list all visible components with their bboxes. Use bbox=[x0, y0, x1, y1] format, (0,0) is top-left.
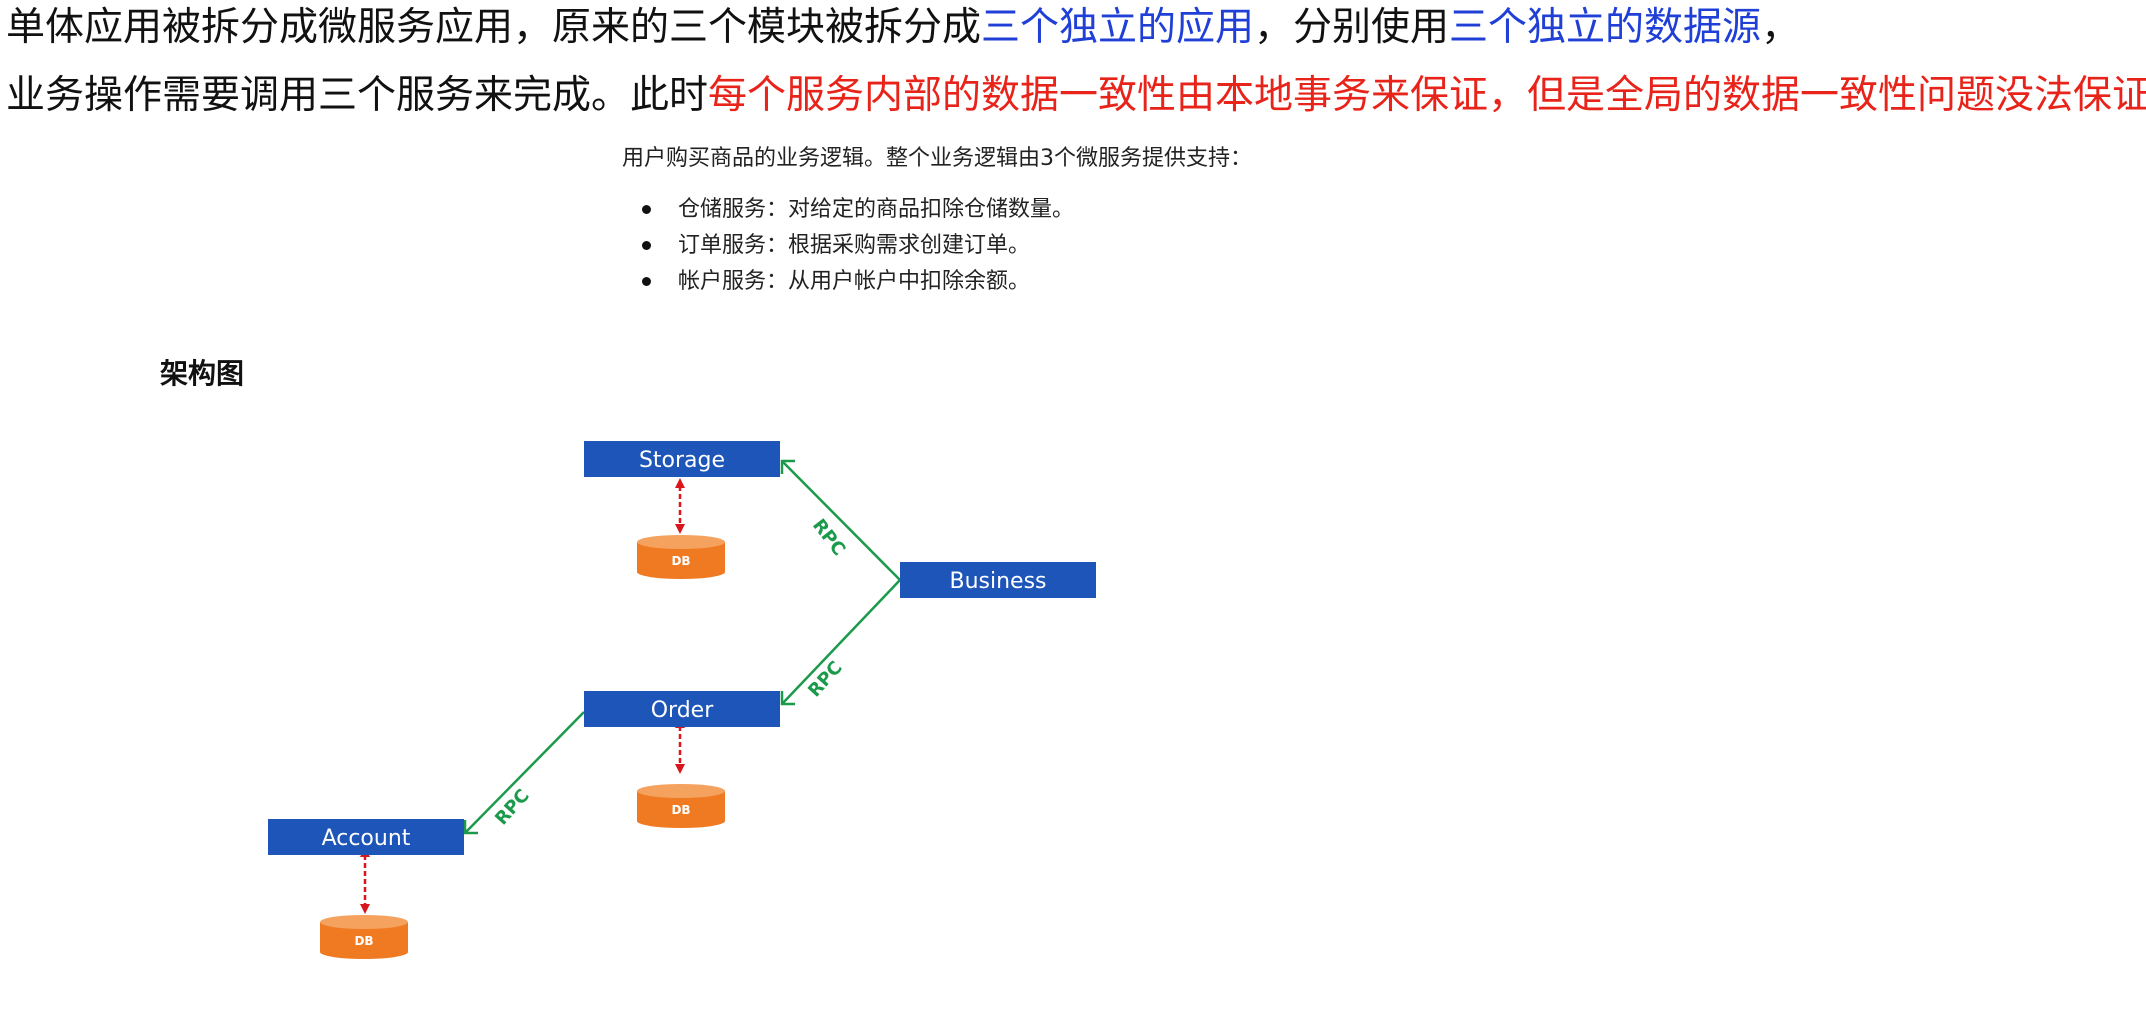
intro-highlight-independent-apps: 三个独立的应用 bbox=[981, 5, 1255, 50]
arrowhead-icon bbox=[780, 691, 795, 706]
arrowhead-icon bbox=[675, 478, 685, 488]
node-storage: Storage bbox=[584, 441, 780, 477]
service-description: 帐户服务：从用户帐户中扣除余额。 bbox=[678, 269, 1031, 294]
db-label: DB bbox=[671, 554, 690, 568]
intro-highlight-global-consistency: 事务来保证，但是全局的数据一致性问题没法保证。 bbox=[1293, 73, 2146, 118]
database-icon-order: DB bbox=[637, 784, 725, 828]
node-account-label: Account bbox=[322, 826, 411, 851]
architecture-heading: 架构图 bbox=[160, 357, 245, 390]
service-list-item-account: 帐户服务：从用户帐户中扣除余额。 bbox=[642, 264, 1252, 300]
service-list-item-storage: 仓储服务：对给定的商品扣除仓储数量。 bbox=[642, 192, 1252, 228]
arrowhead-icon bbox=[780, 459, 795, 474]
intro-text-segment: 业务操作需要调用三个服务来完成。此时 bbox=[6, 73, 709, 118]
arrowhead-icon bbox=[675, 524, 685, 534]
intro-text-segment: ， bbox=[1761, 5, 1801, 50]
database-icon-storage: DB bbox=[637, 535, 725, 579]
rpc-link-order-account bbox=[464, 711, 585, 834]
arrowhead-icon bbox=[463, 820, 478, 835]
intro-text-segment: ，分别使用 bbox=[1254, 5, 1450, 50]
bullet-icon bbox=[642, 277, 651, 286]
intro-line-2: 业务操作需要调用三个服务来完成。此时每个服务内部的数据一致性由本地事务来保证，但… bbox=[6, 72, 2146, 120]
database-icon-account: DB bbox=[320, 915, 408, 959]
arrowhead-icon bbox=[360, 904, 370, 914]
node-account: Account bbox=[268, 819, 464, 855]
db-label: DB bbox=[671, 803, 690, 817]
service-list-item-order: 订单服务：根据采购需求创建订单。 bbox=[642, 228, 1252, 264]
service-description: 仓储服务：对给定的商品扣除仓储数量。 bbox=[678, 197, 1075, 222]
rpc-label-order: RPC bbox=[804, 657, 847, 701]
node-business-label: Business bbox=[949, 569, 1046, 594]
node-order-label: Order bbox=[651, 698, 714, 723]
db-label: DB bbox=[354, 934, 373, 948]
arrowhead-icon bbox=[675, 764, 685, 774]
scenario-block: 用户购买商品的业务逻辑。整个业务逻辑由3个微服务提供支持： 仓储服务：对给定的商… bbox=[622, 144, 1252, 300]
service-list: 仓储服务：对给定的商品扣除仓储数量。 订单服务：根据采购需求创建订单。 帐户服务… bbox=[622, 192, 1252, 300]
node-order: Order bbox=[584, 691, 780, 727]
node-business: Business bbox=[900, 562, 1096, 598]
rpc-link-business-order bbox=[781, 579, 901, 705]
scenario-intro: 用户购买商品的业务逻辑。整个业务逻辑由3个微服务提供支持： bbox=[622, 146, 1252, 171]
service-description: 订单服务：根据采购需求创建订单。 bbox=[678, 233, 1031, 258]
rpc-label-account: RPC bbox=[491, 785, 534, 829]
bullet-icon bbox=[642, 205, 651, 214]
node-storage-label: Storage bbox=[639, 448, 725, 473]
intro-highlight-local-consistency: 每个服务内部的数据一致性由本地 bbox=[708, 73, 1294, 118]
rpc-link-business-storage bbox=[781, 460, 901, 581]
intro-highlight-independent-datasources: 三个独立的数据源 bbox=[1449, 5, 1762, 50]
bullet-icon bbox=[642, 241, 651, 250]
intro-text-segment: 单体应用被拆分成微服务应用，原来的三个模块被拆分成 bbox=[6, 5, 982, 50]
intro-line-1: 单体应用被拆分成微服务应用，原来的三个模块被拆分成三个独立的应用，分别使用三个独… bbox=[6, 4, 1800, 52]
